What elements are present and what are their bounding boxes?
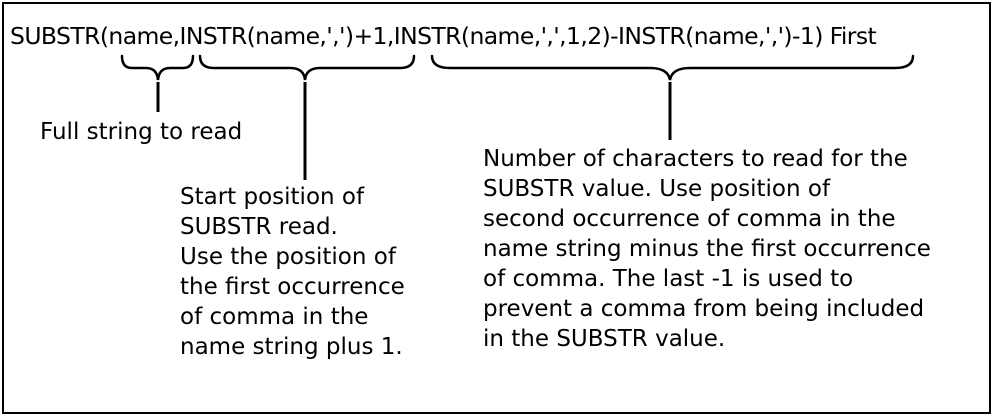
text-line: name string plus 1. [180,334,403,360]
text-line: name string minus the first occurrence [483,236,931,262]
diagram-frame [2,2,991,414]
text-line: in the SUBSTR value. [483,326,726,352]
label-start-position: Start position of SUBSTR read. Use the p… [180,182,410,362]
text-line: prevent a comma from being included [483,296,925,322]
text-line: of comma. The last -1 is used to [483,266,854,292]
brace-full-string [120,54,195,81]
text-line: SUBSTR value. Use position of [483,176,831,202]
text-line: Start position of [180,184,365,210]
label-full-string: Full string to read [40,119,243,145]
text-line: of comma in the [180,304,369,330]
text-line: Use the position of [180,244,396,270]
brace-start-position [198,54,416,81]
text-line: Number of characters to read for the [483,146,908,172]
brace-num-characters [430,54,915,81]
sql-expression: SUBSTR(name,INSTR(name,',')+1,INSTR(name… [10,22,877,50]
text-line: the first occurrence [180,274,405,300]
label-num-characters: Number of characters to read for the SUB… [483,144,953,354]
text-line: SUBSTR read. [180,214,338,240]
text-line: second occurrence of comma in the [483,206,896,232]
